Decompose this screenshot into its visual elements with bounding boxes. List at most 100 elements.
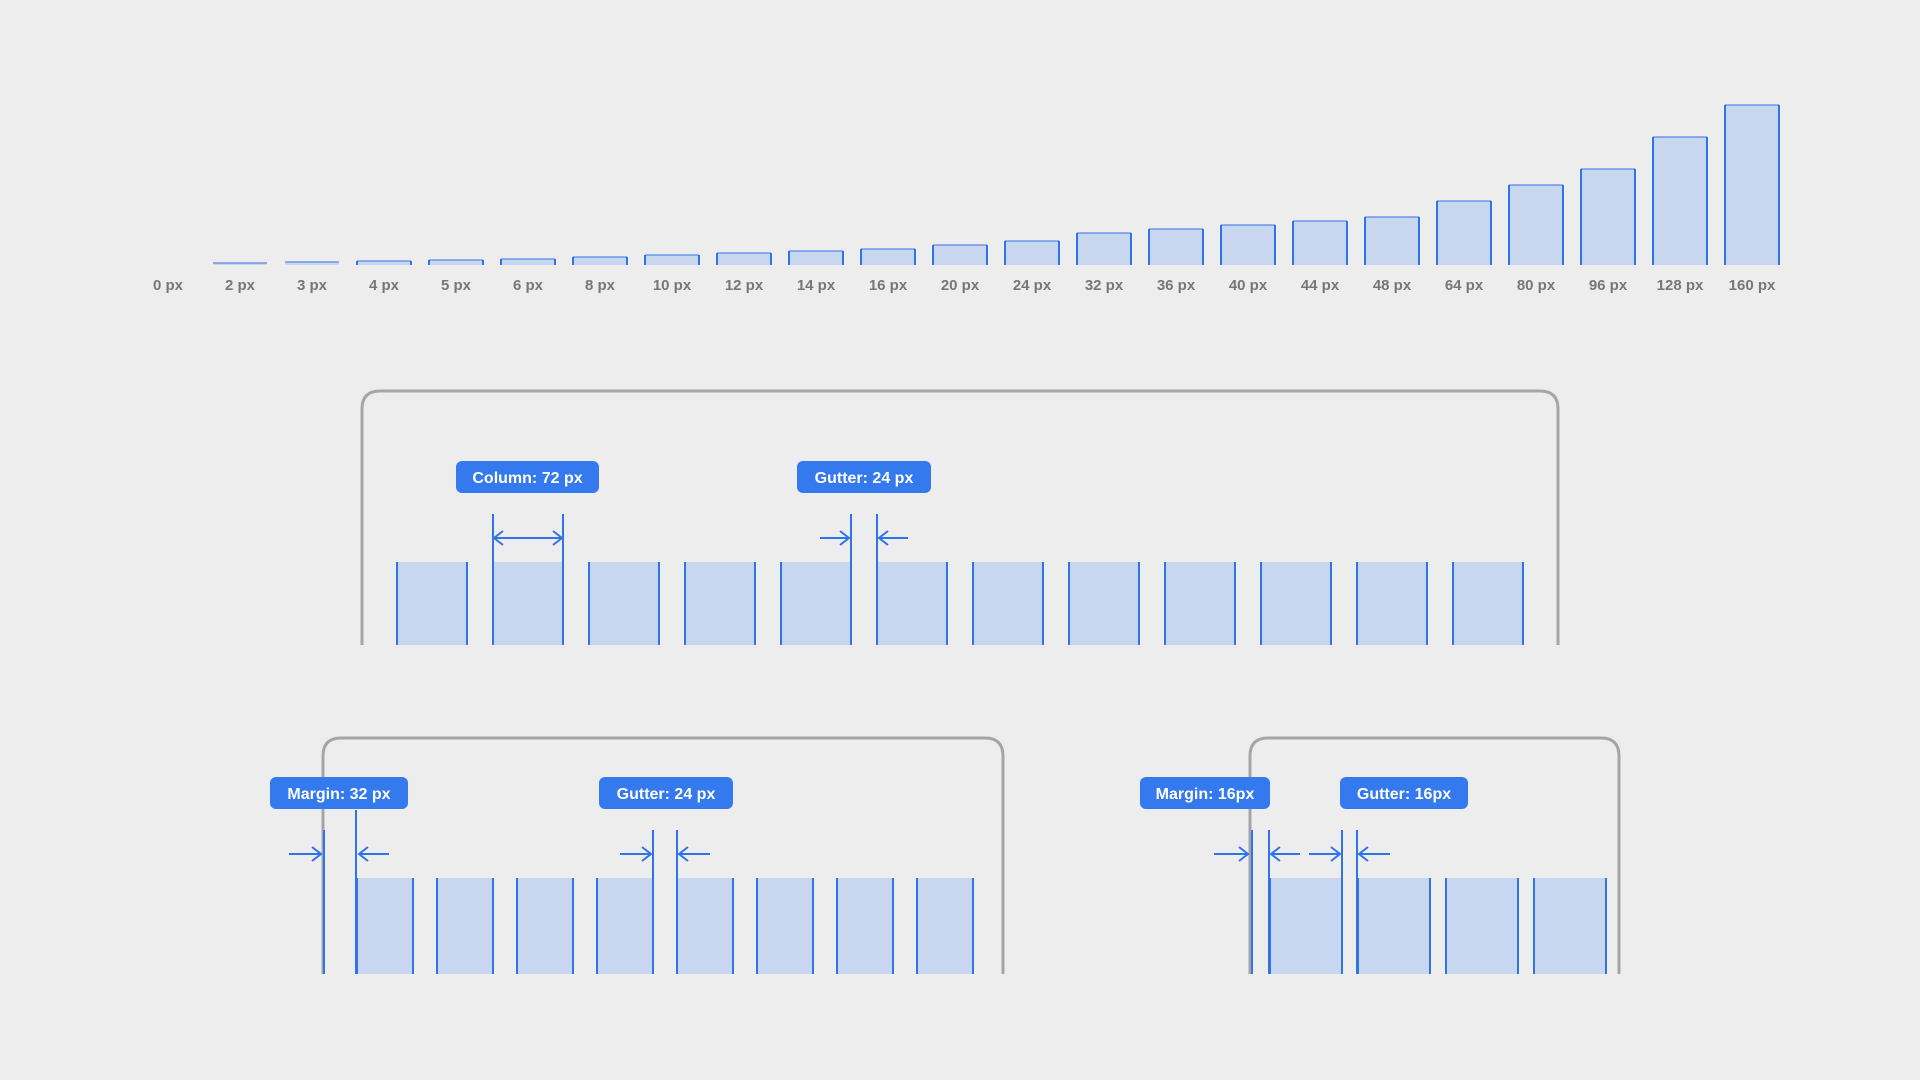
grid-column (1534, 878, 1606, 974)
scale-bar (429, 260, 483, 265)
scale-tick-label: 3 px (297, 277, 328, 294)
tablet-gutter-arrow-right (677, 846, 710, 862)
desktop-columns (396, 562, 1524, 645)
grid-column (589, 562, 659, 645)
tablet-gutter-arrow-left (620, 846, 653, 862)
scale-tick-label: 36 px (1157, 277, 1196, 294)
mobile-columns (1269, 878, 1607, 974)
grid-column (1357, 562, 1427, 645)
grid-column (917, 878, 973, 974)
desktop-grid-example: Column: 72 px Gutter: 24 px (360, 389, 1560, 645)
scale-tick-label: 80 px (1517, 277, 1556, 294)
column-width-arrow (492, 530, 564, 546)
grid-column (517, 878, 573, 974)
grid-column (1270, 878, 1342, 974)
scale-bar (573, 257, 627, 265)
mobile-margin-measure (1251, 830, 1358, 974)
desktop-frame (360, 389, 1560, 645)
scale-tick-label: 10 px (653, 277, 692, 294)
desktop-gutter-arrow-right (877, 530, 908, 546)
scale-bar (357, 261, 411, 265)
scale-tick-label: 160 px (1729, 277, 1776, 294)
scale-tick-label: 128 px (1657, 277, 1704, 294)
scale-bar (1149, 229, 1203, 265)
tablet-margin-badge-label: Margin: 32 px (287, 786, 390, 803)
grid-column (1453, 562, 1523, 645)
scale-bar (1365, 217, 1419, 265)
grid-column (1358, 878, 1430, 974)
scale-bar (285, 262, 339, 265)
scale-bar (1725, 105, 1779, 265)
scale-tick-label: 40 px (1229, 277, 1268, 294)
scale-tick-label: 16 px (869, 277, 908, 294)
mobile-margin-arrow-right (1269, 846, 1300, 862)
scale-bar (1221, 225, 1275, 265)
scale-tick-label: 0 px (153, 277, 184, 294)
mobile-margin-badge-label: Margin: 16px (1156, 786, 1255, 803)
grid-column (1069, 562, 1139, 645)
scale-tick-label: 32 px (1085, 277, 1124, 294)
grid-column (1446, 878, 1518, 974)
desktop-gutter-arrow-left (820, 530, 851, 546)
scale-bar (861, 249, 915, 265)
scale-tick-label: 8 px (585, 277, 616, 294)
grid-column (493, 562, 563, 645)
scale-tick-label: 4 px (369, 277, 400, 294)
scale-bar (717, 253, 771, 265)
tablet-margin-badge: Margin: 32 px (270, 777, 408, 809)
tablet-gutter-badge-label: Gutter: 24 px (617, 786, 716, 803)
scale-bar (213, 263, 267, 265)
desktop-gutter-badge-label: Gutter: 24 px (815, 470, 914, 487)
mobile-frame (1248, 736, 1621, 974)
tablet-margin-arrow-left (289, 846, 323, 862)
grid-column (437, 878, 493, 974)
scale-bar (1293, 221, 1347, 265)
scale-tick-label: 14 px (797, 277, 836, 294)
scale-tick-label: 6 px (513, 277, 544, 294)
grid-column (837, 878, 893, 974)
grid-column (597, 878, 653, 974)
scale-bar (1581, 169, 1635, 265)
column-badge-label: Column: 72 px (472, 470, 582, 487)
grid-column (757, 878, 813, 974)
scale-tick-label: 64 px (1445, 277, 1484, 294)
scale-bar (789, 251, 843, 265)
scale-tick-label: 12 px (725, 277, 764, 294)
scale-tick-label: 44 px (1301, 277, 1340, 294)
tablet-columns (356, 878, 974, 974)
scale-bar (1509, 185, 1563, 265)
scale-bar (1005, 241, 1059, 265)
desktop-gutter-badge: Gutter: 24 px (797, 461, 931, 493)
grid-column (877, 562, 947, 645)
grid-column (357, 878, 413, 974)
scale-bar (1077, 233, 1131, 265)
mobile-grid-example: Margin: 16px Gutter: 16px (1140, 736, 1621, 974)
mobile-gutter-arrow-right (1357, 846, 1390, 862)
scale-bar (933, 245, 987, 265)
grid-column (677, 878, 733, 974)
scale-tick-label: 48 px (1373, 277, 1412, 294)
scale-tick-label: 20 px (941, 277, 980, 294)
scale-tick-label: 96 px (1589, 277, 1628, 294)
tablet-margin-measure (323, 810, 678, 974)
mobile-gutter-badge-label: Gutter: 16px (1357, 786, 1451, 803)
scale-bar (501, 259, 555, 265)
scale-bar (1437, 201, 1491, 265)
mobile-gutter-badge: Gutter: 16px (1340, 777, 1468, 809)
mobile-gutter-arrow-left (1309, 846, 1342, 862)
tablet-gutter-badge: Gutter: 24 px (599, 777, 733, 809)
tablet-frame (321, 736, 1005, 974)
grid-column (397, 562, 467, 645)
grid-column (1261, 562, 1331, 645)
grid-column (1165, 562, 1235, 645)
column-badge: Column: 72 px (456, 461, 599, 493)
tablet-margin-arrow-right (357, 846, 389, 862)
scale-tick-label: 5 px (441, 277, 472, 294)
tablet-grid-example: Margin: 32 px Gutter: 24 px (270, 736, 1005, 974)
mobile-margin-arrow-left (1214, 846, 1250, 862)
grid-column (685, 562, 755, 645)
spacing-scale-bars (213, 104, 1780, 265)
